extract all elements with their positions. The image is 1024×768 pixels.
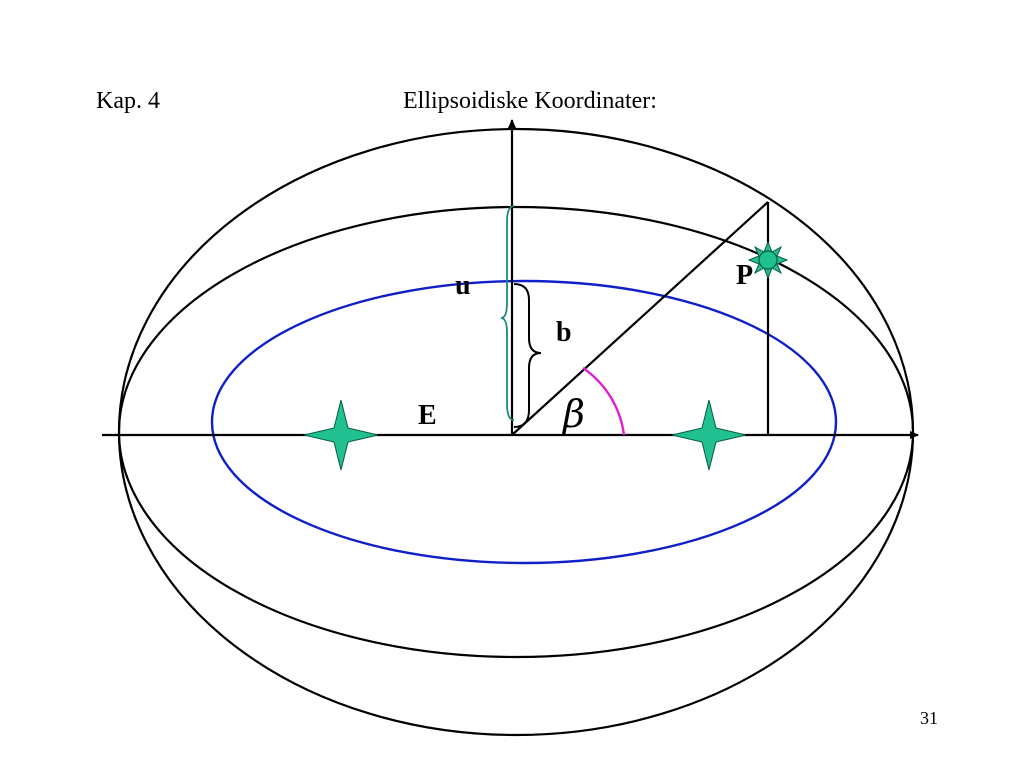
beta-label: β xyxy=(561,392,585,436)
u-brace xyxy=(500,205,515,421)
p-label: P xyxy=(736,260,753,291)
page-number: 31 xyxy=(920,708,938,728)
inner-ellipse xyxy=(210,279,838,565)
b-brace xyxy=(513,283,542,428)
chapter-label: Kap. 4 xyxy=(96,88,160,114)
slide-title: Ellipsoidiske Koordinater: xyxy=(403,88,657,114)
b-label: b xyxy=(556,317,572,348)
beta-angle-arc xyxy=(582,367,626,436)
focus-star-left xyxy=(303,399,379,471)
point-p-marker xyxy=(747,240,789,280)
u-label: u xyxy=(455,270,471,301)
e-label: E xyxy=(418,400,437,431)
radial-line xyxy=(511,201,769,436)
focus-star-right xyxy=(671,399,747,471)
